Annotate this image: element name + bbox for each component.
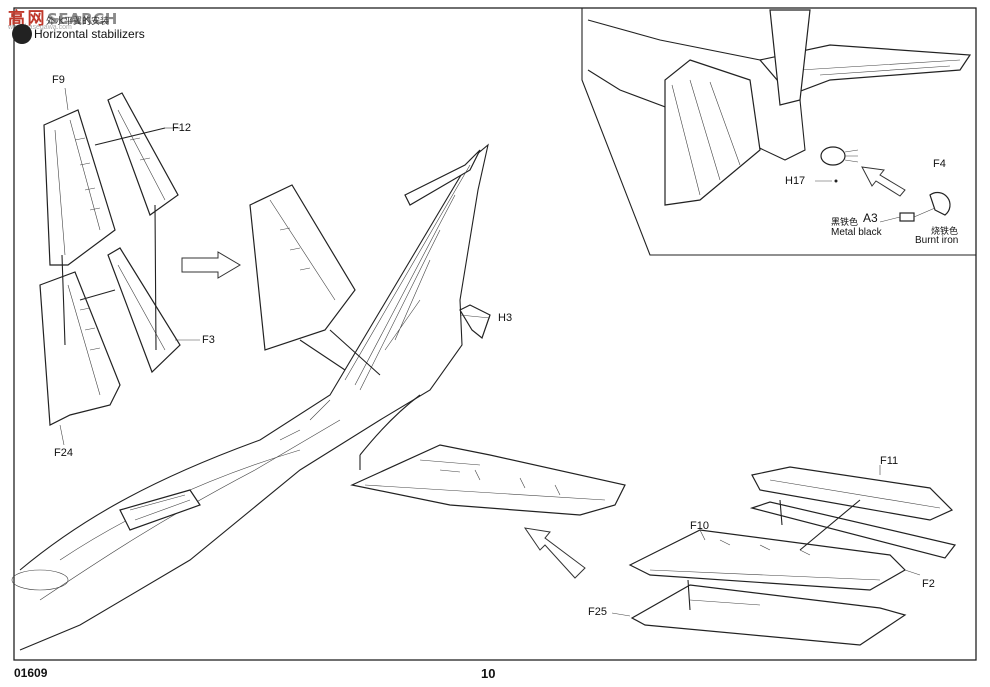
inset-arrow: [861, 166, 906, 197]
inset-tail-detail: [587, 9, 972, 223]
part-f3: [107, 247, 181, 374]
part-f10: [628, 529, 906, 591]
part-f9: [43, 109, 116, 266]
label-f4-en: Burnt iron: [915, 235, 959, 246]
part-stabilizer-center: [249, 184, 356, 351]
part-f2: [749, 501, 957, 559]
label-a3: A3: [863, 211, 878, 225]
label-f4-cn: 烧铁色: [931, 226, 959, 236]
label-f24: F24: [54, 447, 73, 459]
part-f12: [107, 92, 179, 216]
label-h3: H3: [498, 312, 513, 324]
part-f24: [39, 271, 121, 426]
page-frame: [13, 7, 977, 661]
arrow-to-stabilizer: [523, 527, 586, 579]
watermark-cn2: 网: [27, 9, 45, 29]
label-f12: F12: [172, 122, 191, 134]
label-f4: F4: [933, 158, 946, 170]
product-code: 01609: [14, 666, 48, 680]
label-f11: F11: [880, 455, 899, 467]
part-stabilizer-right: [350, 444, 626, 516]
step-title-cn: 外水平翼的安装: [46, 16, 110, 26]
label-f9: F9: [52, 74, 65, 86]
label-a3-cn: 黑铁色: [831, 217, 859, 227]
page-number: 10: [481, 666, 496, 681]
part-f11: [751, 466, 954, 521]
arrow-to-fin: [181, 251, 241, 279]
fuselage: [11, 143, 491, 651]
part-f25: [630, 584, 907, 646]
label-f25: F25: [588, 606, 607, 618]
step-number-badge: [12, 24, 32, 44]
label-h17: H17: [785, 175, 806, 187]
step-title: Horizontal stabilizers: [34, 27, 145, 41]
inset-frame: [581, 8, 976, 256]
label-f2: F2: [922, 578, 935, 590]
label-a3-en: Metal black: [831, 227, 882, 238]
label-f3: F3: [202, 334, 215, 346]
label-f10: F10: [690, 520, 709, 532]
watermark-text: SEARCH: [47, 10, 118, 28]
watermark-url: www.hasegawa.com: [8, 24, 72, 31]
